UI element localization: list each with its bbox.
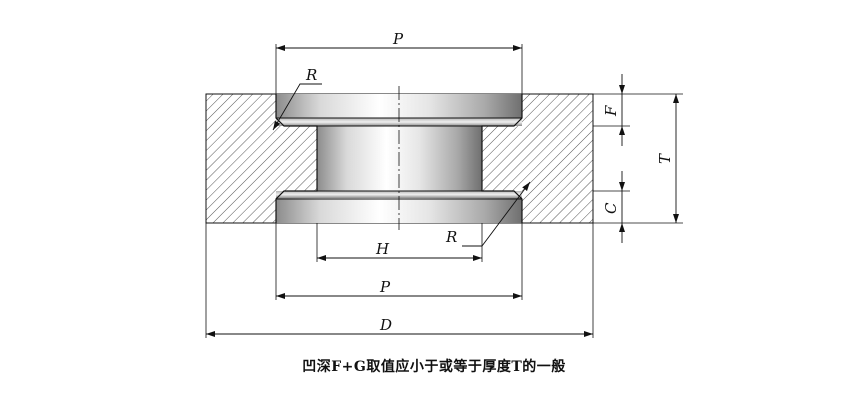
extension-lines [205, 44, 683, 338]
dimension-lines [206, 45, 679, 337]
label-h: H [375, 240, 390, 258]
label-r-top: R [305, 66, 317, 84]
label-p-bottom: P [379, 278, 391, 296]
label-p-top: P [392, 30, 404, 48]
label-f: F [602, 105, 620, 117]
label-d: D [379, 316, 392, 334]
bushing-insert [275, 86, 523, 230]
label-t: T [656, 153, 674, 164]
label-r-bottom: R [445, 228, 457, 246]
dimension-labels: P R H R P D F C T [305, 30, 674, 334]
caption: 凹深F+G取值应小于或等于厚度T的一般 [302, 359, 566, 375]
label-c: C [602, 202, 620, 214]
